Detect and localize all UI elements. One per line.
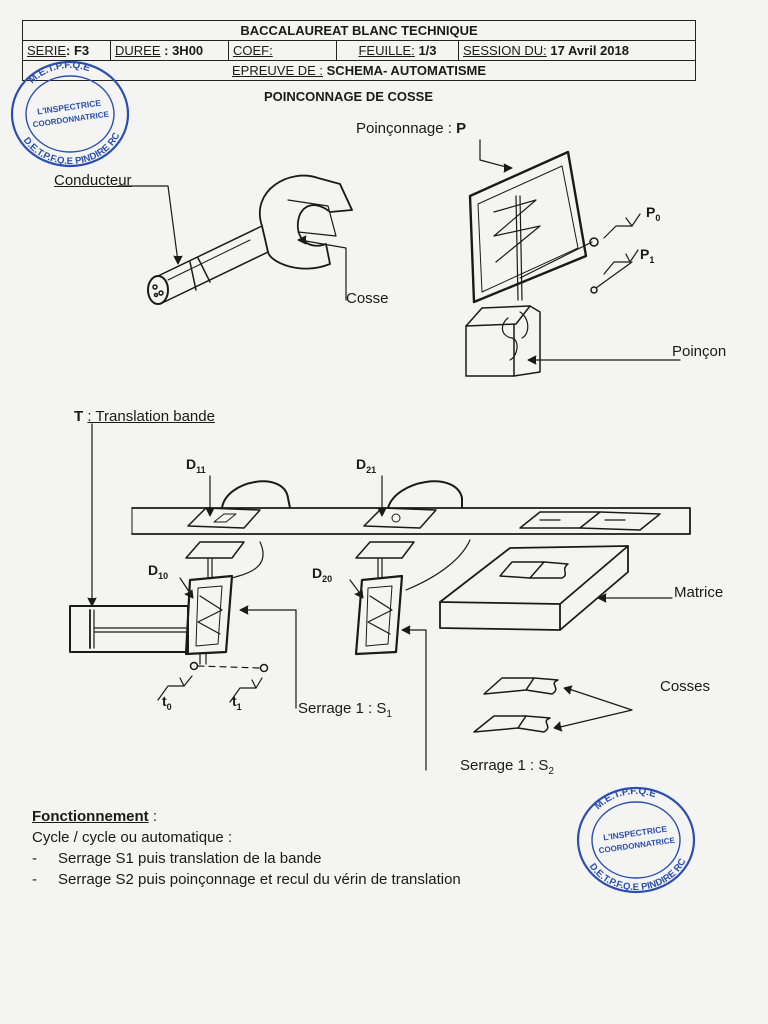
list-item: Serrage S2 puis poinçonnage et recul du … bbox=[32, 869, 461, 890]
cylinder-d10-drawing bbox=[184, 557, 234, 665]
session-value: 17 Avril 2018 bbox=[550, 43, 629, 58]
cylinder-d20-drawing bbox=[354, 557, 404, 656]
label-serrage-s1: Serrage 1 : S1 bbox=[298, 700, 392, 720]
coef-label: COEF: bbox=[233, 43, 273, 58]
fonctionnement-intro: Cycle / cycle ou automatique : bbox=[32, 829, 233, 846]
limit-switch-p1 bbox=[603, 249, 639, 275]
svg-text:D.E.T.P.F.Q.E PINDIRE RC: D.E.T.P.F.Q.E PINDIRE RC bbox=[21, 131, 123, 167]
official-stamp-bottom: M.E.T.P.F.Q.E D.E.T.P.F.Q.E PINDIRE RC L… bbox=[576, 786, 696, 894]
header-row-title: BACCALAUREAT BLANC TECHNIQUE bbox=[23, 21, 695, 41]
limit-switches-t0-t1 bbox=[157, 661, 269, 703]
label-conducteur: Conducteur bbox=[54, 172, 132, 189]
fonctionnement-section: Fonctionnement : Cycle / cycle ou automa… bbox=[32, 806, 461, 890]
label-p0: P0 bbox=[646, 204, 661, 223]
translation-cylinder-drawing bbox=[69, 605, 189, 653]
serrage-s2-leader-line bbox=[403, 629, 427, 771]
label-poinconnage: Poinçonnage : P bbox=[356, 120, 467, 137]
poincon-tool-drawing bbox=[465, 305, 541, 377]
stamp-top-arc-text: M.E.T.P.F.Q.E bbox=[593, 786, 658, 812]
duree-label: DUREE bbox=[115, 43, 161, 58]
epreuve-cell: EPREUVE DE : SCHEMA- AUTOMATISME bbox=[23, 61, 695, 80]
list-item: Serrage S1 puis translation de la bande bbox=[32, 848, 461, 869]
label-d20: D20 bbox=[312, 565, 333, 584]
duree-cell: DUREE : 3H00 bbox=[111, 41, 229, 60]
epreuve-label: EPREUVE DE : bbox=[231, 63, 324, 78]
cosse-lug-drawing bbox=[259, 174, 353, 270]
clamp-d11-drawing bbox=[187, 480, 291, 529]
conducteur-leader-line bbox=[117, 185, 179, 263]
epreuve-value: SCHEMA- AUTOMATISME bbox=[326, 63, 487, 78]
metal-band-drawing bbox=[131, 507, 691, 535]
exam-title: BACCALAUREAT BLANC TECHNIQUE bbox=[240, 23, 478, 38]
fonctionnement-heading: Fonctionnement : bbox=[32, 808, 158, 825]
punch-cylinder-drawing bbox=[468, 150, 633, 304]
label-matrice: Matrice bbox=[674, 584, 724, 601]
matrice-die-drawing bbox=[439, 545, 629, 631]
stamp-bottom-arc-text: D.E.T.P.F.Q.E PINDIRE RC bbox=[21, 131, 123, 167]
label-t0: t0 bbox=[162, 693, 172, 712]
feuille-label: FEUILLE: bbox=[358, 43, 415, 58]
cosse-leader-line bbox=[299, 239, 347, 301]
cosses-parts-drawing bbox=[473, 677, 559, 733]
label-cosses: Cosses bbox=[660, 678, 711, 695]
header-row-info: SERIE: F3 DUREE : 3H00 COEF: FEUILLE: 1/… bbox=[23, 41, 695, 61]
svg-text:D.E.T.P.F.Q.E PINDIRE RC: D.E.T.P.F.Q.E PINDIRE RC bbox=[587, 857, 689, 893]
stamp-bottom-arc-text: D.E.T.P.F.Q.E PINDIRE RC bbox=[587, 857, 689, 893]
duree-value: : 3H00 bbox=[164, 43, 204, 58]
feuille-value: 1/3 bbox=[418, 43, 437, 58]
cosses-leader-lines bbox=[555, 687, 633, 729]
label-translation: T : Translation bande bbox=[74, 408, 215, 425]
diagram-subtitle: POINCONNAGE DE COSSE bbox=[264, 89, 434, 104]
fonctionnement-list: Serrage S1 puis translation de la bande … bbox=[32, 848, 461, 890]
svg-text:M.E.T.P.F.Q.E: M.E.T.P.F.Q.E bbox=[593, 786, 658, 812]
label-serrage-s2: Serrage 1 : S2 bbox=[460, 757, 554, 777]
clamp-d21-drawing bbox=[363, 480, 463, 529]
label-p1: P1 bbox=[640, 246, 655, 265]
serrage-s1-leader-line bbox=[241, 609, 297, 709]
session-label: SESSION DU: bbox=[463, 43, 547, 58]
label-d21: D21 bbox=[356, 456, 377, 475]
label-poincon: Poinçon bbox=[672, 343, 727, 360]
poinconnage-leader-line bbox=[479, 139, 511, 169]
label-t1: t1 bbox=[232, 693, 242, 712]
stamp-top-arc-text: M.E.T.P.F.Q.E bbox=[27, 60, 92, 86]
serie-label: SERIE bbox=[27, 43, 67, 58]
header-row-epreuve: EPREUVE DE : SCHEMA- AUTOMATISME bbox=[23, 61, 695, 80]
label-d11: D11 bbox=[186, 456, 206, 475]
serie-cell: SERIE: F3 bbox=[23, 41, 111, 60]
official-stamp-top: M.E.T.P.F.Q.E D.E.T.P.F.Q.E PINDIRE RC L… bbox=[10, 60, 130, 168]
svg-text:M.E.T.P.F.Q.E: M.E.T.P.F.Q.E bbox=[27, 60, 92, 86]
coef-cell: COEF: bbox=[229, 41, 337, 60]
label-d10: D10 bbox=[148, 562, 169, 581]
session-cell: SESSION DU: 17 Avril 2018 bbox=[459, 41, 695, 60]
feuille-cell: FEUILLE: 1/3 bbox=[337, 41, 459, 60]
header-table: BACCALAUREAT BLANC TECHNIQUE SERIE: F3 D… bbox=[22, 20, 696, 81]
conductor-cable-drawing bbox=[147, 225, 269, 305]
label-cosse: Cosse bbox=[346, 290, 389, 307]
limit-switch-p0 bbox=[603, 213, 641, 239]
serie-value: : F3 bbox=[66, 43, 90, 58]
